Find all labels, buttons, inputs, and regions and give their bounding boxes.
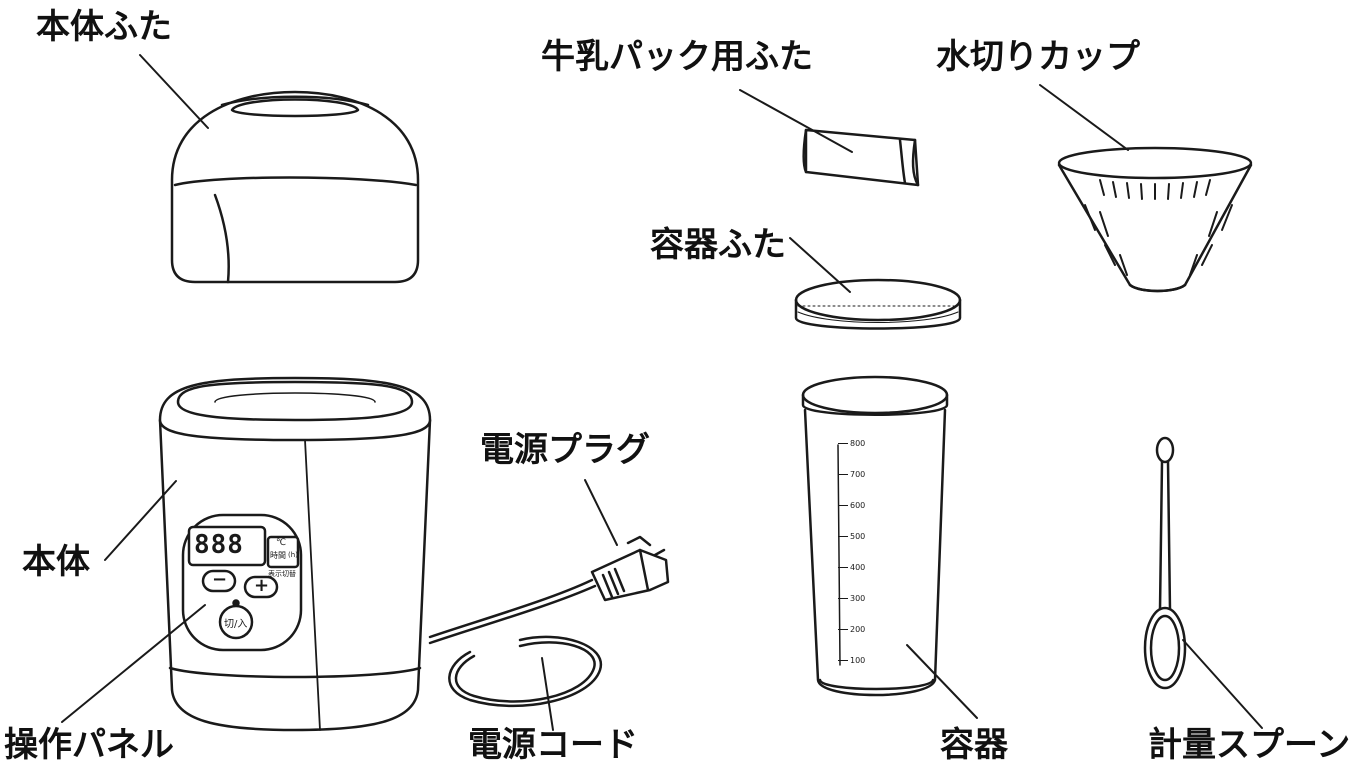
plug-drawing	[590, 535, 670, 602]
power-button[interactable]: 切/入	[224, 619, 248, 630]
scale-label: 300	[850, 593, 866, 603]
scale-label: 500	[850, 531, 866, 541]
scale-tick	[838, 628, 848, 630]
panel-unit-celsius: ℃	[276, 538, 287, 548]
scale-tick	[838, 597, 848, 599]
minus-button[interactable]: −	[212, 569, 228, 590]
label-drain-cup: 水切りカップ	[936, 37, 1140, 77]
scale-label: 800	[850, 438, 866, 448]
scale-tick	[838, 566, 848, 568]
panel-display-switch: 表示切替	[268, 570, 296, 578]
scale-mark: 400	[838, 562, 865, 572]
label-control-panel: 操作パネル	[4, 725, 174, 765]
scale-mark: 200	[838, 624, 865, 634]
scale-label: 400	[850, 562, 866, 572]
scale-tick	[838, 442, 848, 444]
label-body: 本体	[22, 542, 90, 582]
label-power-cord: 電源コード	[468, 725, 638, 765]
spoon-drawing	[1143, 436, 1187, 690]
scale-label: 700	[850, 469, 866, 479]
scale-tick	[838, 504, 848, 506]
body-lid-drawing	[170, 90, 420, 284]
label-measuring-spoon: 計量スプーン	[1148, 725, 1351, 765]
label-container-lid: 容器ふた	[650, 225, 786, 265]
label-container: 容器	[940, 725, 1008, 765]
scale-label: 200	[850, 624, 866, 634]
panel-unit-h: (h)	[288, 551, 298, 559]
scale-label: 100	[850, 655, 866, 665]
scale-mark: 300	[838, 593, 865, 603]
label-power-plug: 電源プラグ	[480, 430, 650, 470]
scale-mark: 700	[838, 469, 865, 479]
milk-pack-lid-drawing	[802, 128, 920, 187]
scale-mark: 800	[838, 438, 865, 448]
container-scale: 800 700 600 500 400 300 200 100	[838, 438, 878, 678]
panel-display: 888	[194, 530, 244, 560]
scale-tick	[838, 659, 848, 661]
drain-cup-drawing	[1057, 146, 1253, 293]
scale-label: 600	[850, 500, 866, 510]
panel-unit-time: 時間	[270, 551, 286, 560]
scale-mark: 600	[838, 500, 865, 510]
plus-button[interactable]: +	[254, 575, 270, 596]
cord-drawing	[428, 578, 603, 708]
label-milk-pack-lid: 牛乳パック用ふた	[541, 37, 813, 77]
scale-mark: 100	[838, 655, 865, 665]
scale-tick	[838, 535, 848, 537]
container-lid-drawing	[794, 278, 962, 330]
main-body-drawing	[158, 376, 432, 732]
label-body-lid: 本体ふた	[36, 7, 172, 47]
leader-lines	[61, 54, 1263, 731]
container-drawing	[801, 375, 949, 697]
scale-tick	[838, 473, 848, 475]
scale-mark: 500	[838, 531, 865, 541]
